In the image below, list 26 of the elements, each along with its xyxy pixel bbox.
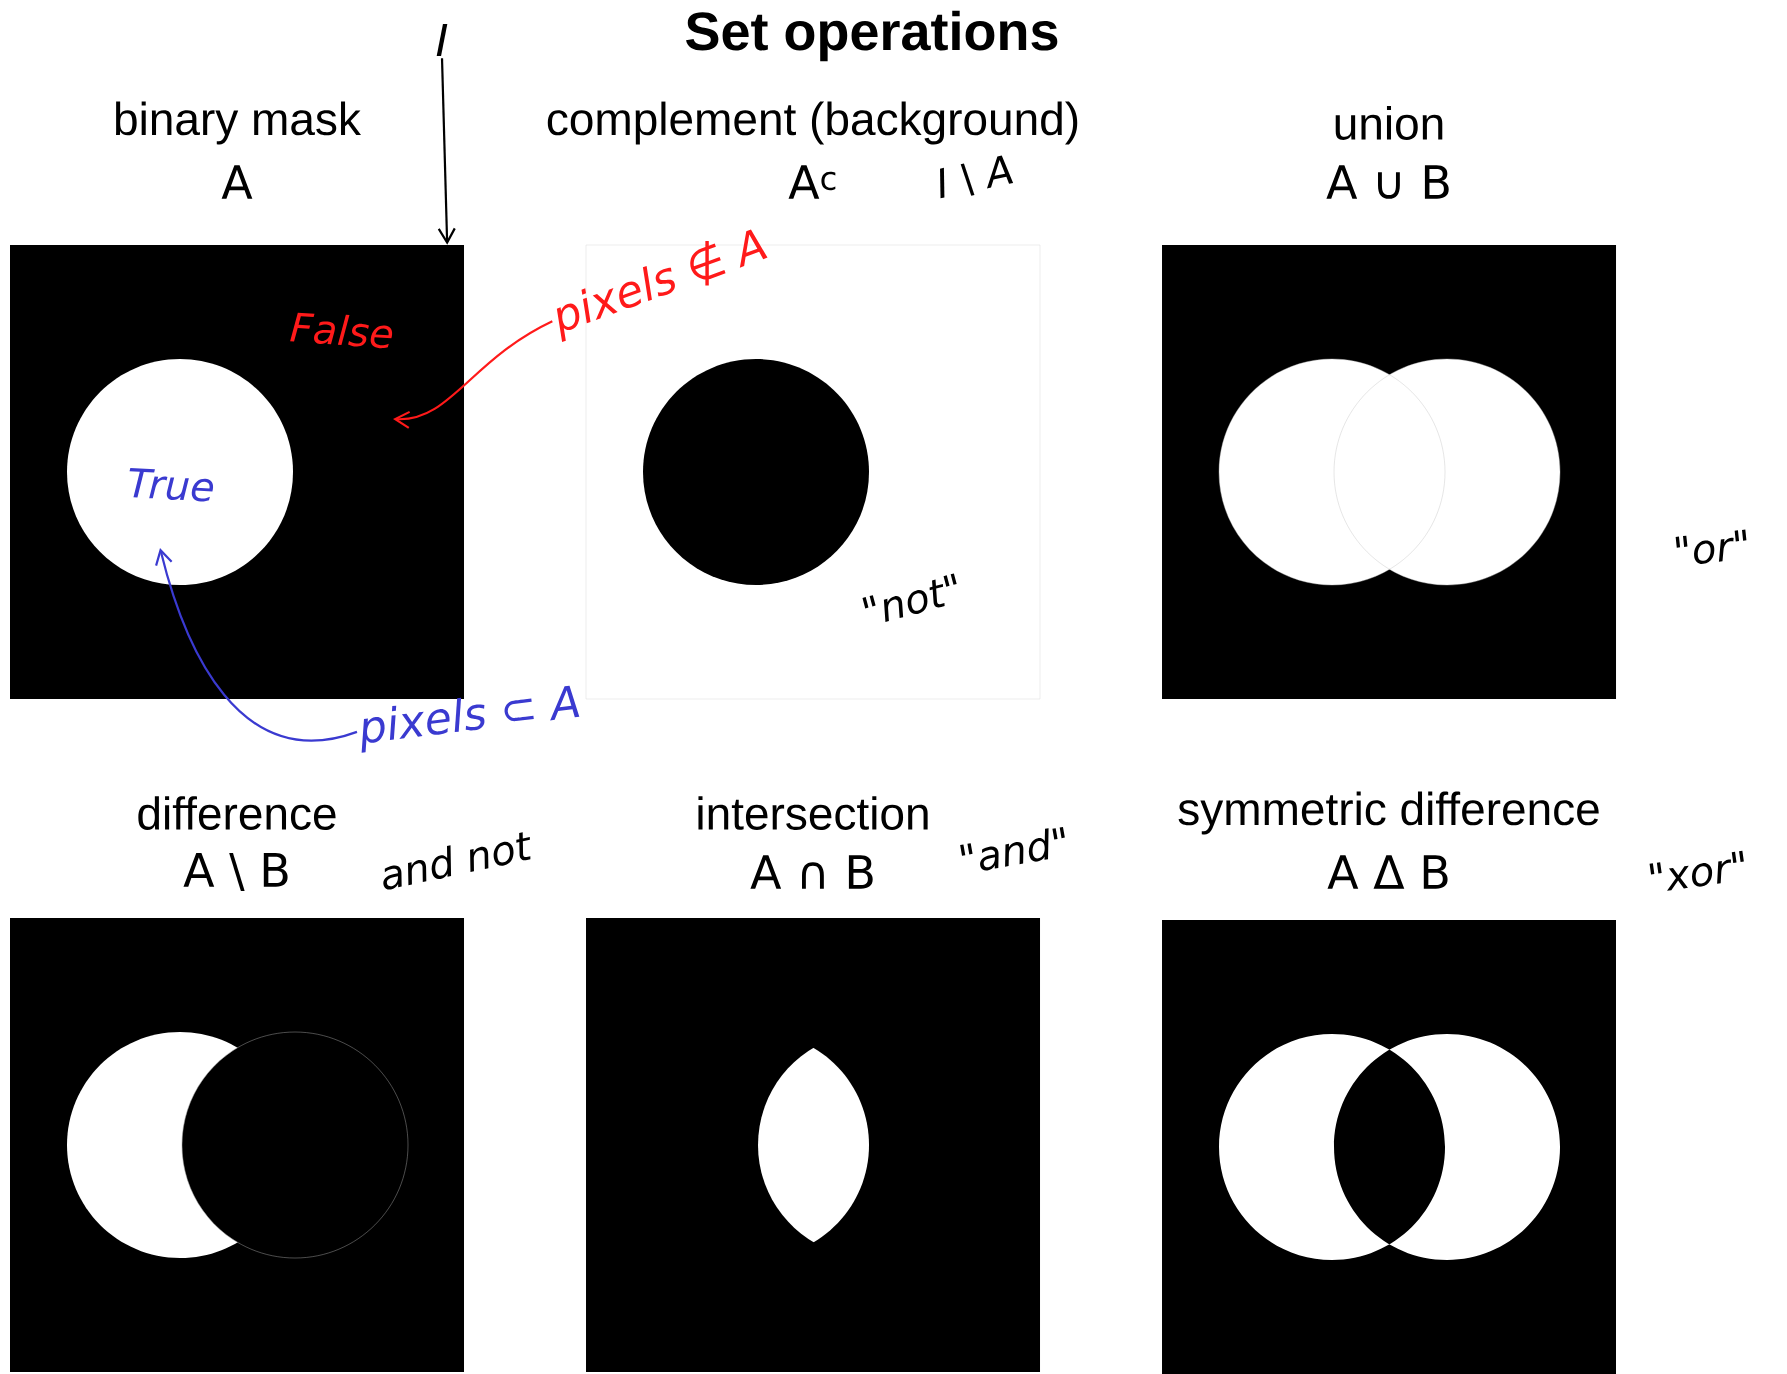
- handwritten-note: "or": [1675, 529, 1747, 564]
- arrow: [393, 320, 553, 429]
- panel-subtitle: A \ B: [183, 853, 288, 891]
- panel-subtitle: A: [221, 165, 253, 199]
- title: Set operations: [686, 10, 1058, 62]
- handwritten-note: "and": [960, 826, 1065, 871]
- panel-title: complement (background): [547, 101, 1078, 145]
- panel-subtitle: A$^{c}$: [788, 165, 836, 199]
- panel-title: difference: [138, 796, 336, 830]
- handwritten-note: pixels ⊂ A: [361, 685, 580, 753]
- handwritten-note: "xor": [1649, 850, 1744, 891]
- arrow: [155, 548, 358, 742]
- panel-title: symmetric difference: [1178, 791, 1599, 835]
- handwritten-note: "not": [862, 573, 957, 622]
- handwritten-note: and not: [383, 832, 531, 890]
- arrow: [437, 58, 456, 245]
- panel-subtitle: A ∪ B: [1326, 165, 1449, 199]
- handwritten-note: False: [290, 312, 393, 349]
- panel-title: binary mask: [116, 101, 361, 145]
- panel-subtitle: A Δ B: [1327, 855, 1448, 889]
- panel-title: intersection: [698, 796, 928, 830]
- handwritten-note: True: [129, 468, 214, 502]
- panel-subtitle: A ∩ B: [750, 855, 873, 889]
- panel-title: union: [1335, 106, 1443, 140]
- handwritten-note: I: [436, 23, 448, 57]
- handwritten-note: I \ A: [940, 155, 1014, 199]
